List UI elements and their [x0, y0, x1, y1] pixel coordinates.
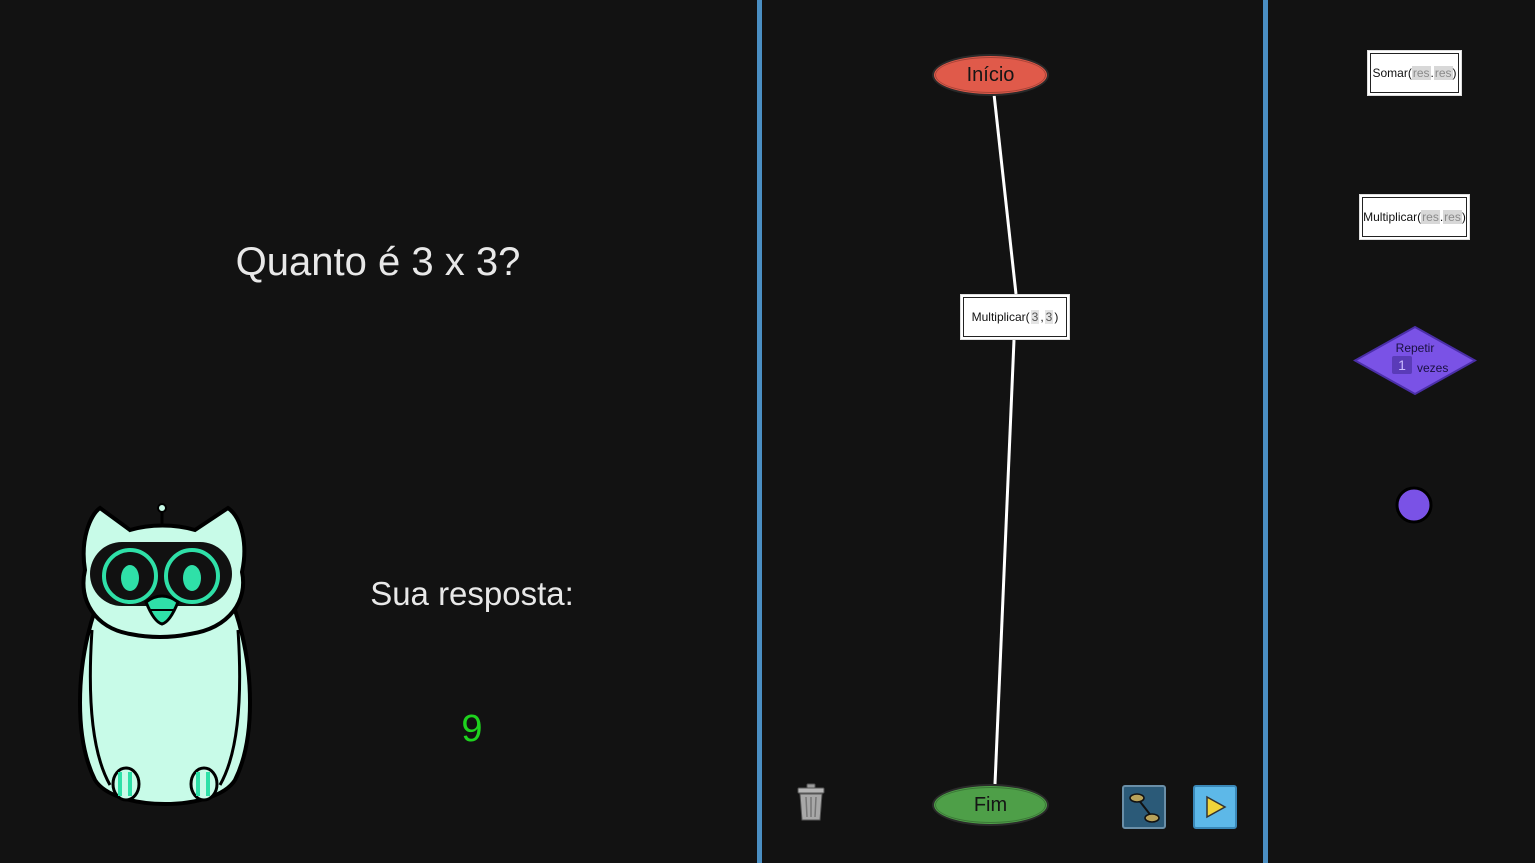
- panel-divider-left: [757, 0, 762, 863]
- palette-sum-function: Somar(: [1372, 66, 1412, 80]
- trash-icon[interactable]: [796, 782, 826, 822]
- palette-repeat-block[interactable]: Repetir 1 vezes: [1353, 325, 1477, 396]
- flow-connectors: [992, 93, 1018, 785]
- multiply-block-arg1[interactable]: 3: [1030, 310, 1040, 324]
- multiply-block-separator: ,: [1040, 310, 1044, 324]
- repeat-unit: vezes: [1417, 361, 1449, 375]
- end-node[interactable]: Fim: [932, 784, 1049, 826]
- start-node-label: Início: [966, 63, 1015, 86]
- owl-robot-icon: [70, 500, 260, 812]
- repeat-count[interactable]: 1: [1398, 357, 1406, 373]
- palette-multiply-separator: .: [1439, 210, 1444, 224]
- run-button[interactable]: [1193, 785, 1237, 829]
- palette-multiply-arg1: res: [1421, 210, 1440, 224]
- multiply-block-function: Multiplicar(: [971, 310, 1030, 324]
- start-node[interactable]: Início: [932, 54, 1049, 96]
- palette-sum-block[interactable]: Somar(res.res): [1367, 50, 1462, 96]
- palette-sum-separator: .: [1430, 66, 1434, 80]
- palette-sum-close: ): [1452, 66, 1457, 80]
- palette-multiply-close: ): [1461, 210, 1466, 224]
- question-text: Quanto é 3 x 3?: [235, 240, 521, 284]
- palette-sum-arg2: res: [1433, 66, 1453, 80]
- palette-multiply-block[interactable]: Multiplicar(res.res): [1359, 194, 1470, 240]
- palette-multiply-function: Multiplicar(: [1363, 210, 1422, 224]
- multiply-block-close: ): [1054, 310, 1059, 324]
- answer-label: Sua resposta:: [370, 575, 574, 612]
- multiply-block-arg2[interactable]: 3: [1044, 310, 1054, 324]
- multiply-block[interactable]: Multiplicar(3,3): [960, 294, 1070, 340]
- connector-dot-icon[interactable]: [1395, 486, 1433, 524]
- palette-sum-arg1: res: [1411, 66, 1431, 80]
- flowchart-icon: [1129, 793, 1160, 823]
- panel-divider-right: [1263, 0, 1268, 863]
- repeat-label: Repetir: [1395, 341, 1435, 355]
- flowchart-button[interactable]: [1122, 785, 1166, 829]
- end-node-label: Fim: [973, 793, 1008, 816]
- play-icon: [1206, 795, 1227, 819]
- palette-multiply-arg2: res: [1443, 210, 1462, 224]
- answer-value[interactable]: 9: [461, 708, 483, 750]
